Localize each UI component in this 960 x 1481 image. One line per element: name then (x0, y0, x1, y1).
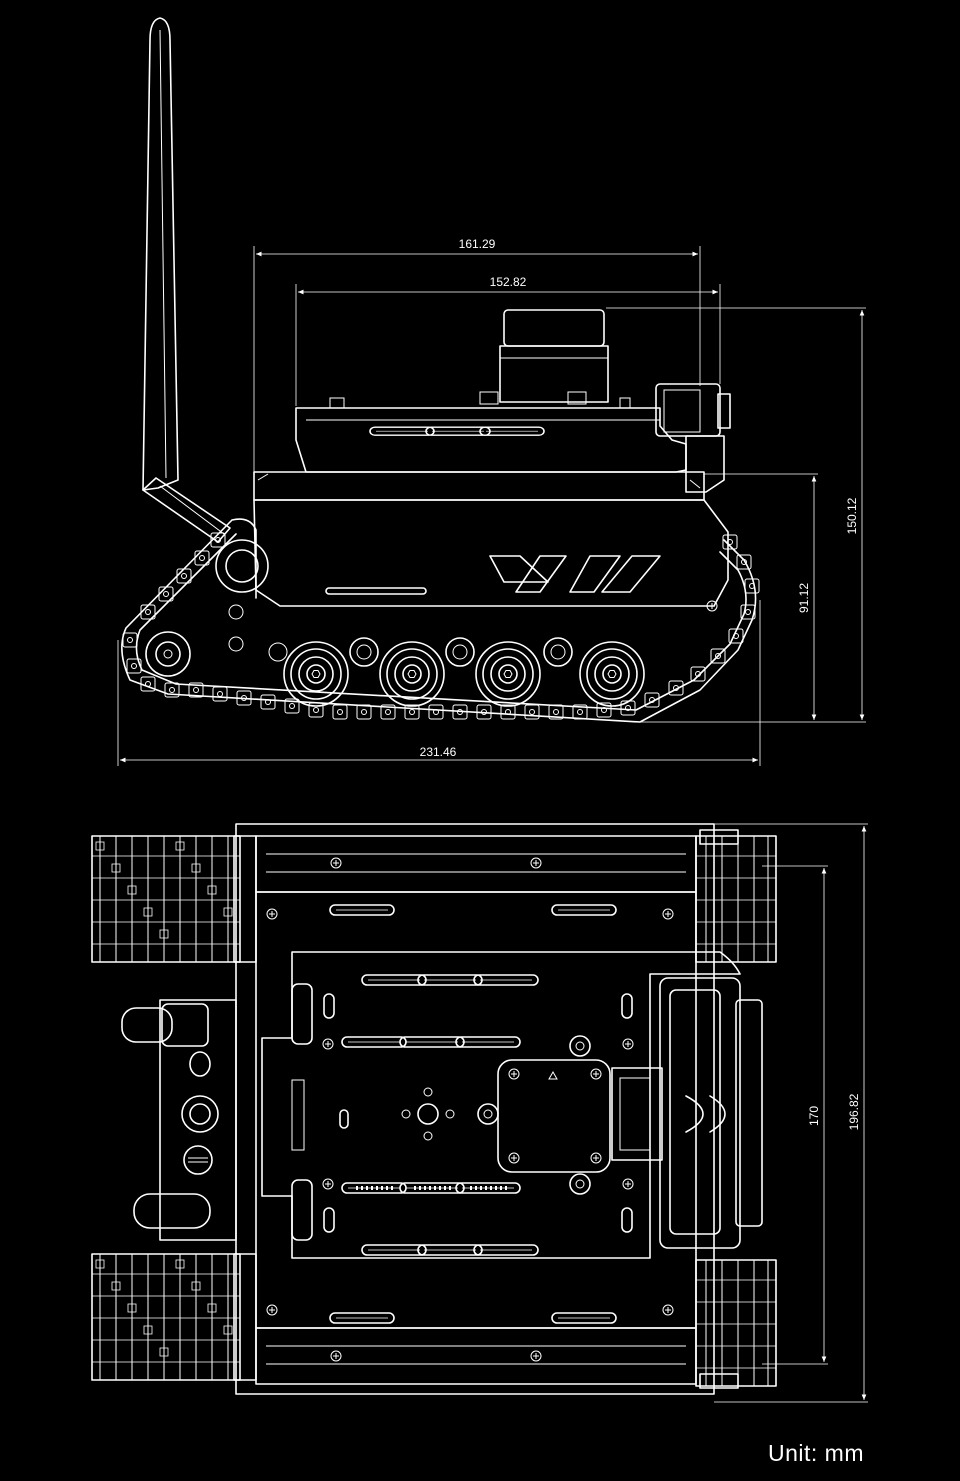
top-deck (261, 951, 741, 1259)
dim-inner-width: 170 (807, 1106, 821, 1126)
rear-unit (611, 977, 763, 1249)
dim-width-inner: 152.82 (490, 275, 527, 289)
dim-outer-width: 196.82 (847, 1093, 861, 1130)
side-dimensions: 161.29 152.82 150.12 91.12 231.46 (117, 237, 866, 766)
front-panel (121, 999, 237, 1241)
top-dimensions: 170 196.82 (714, 823, 868, 1403)
dim-height-body: 91.12 (797, 583, 811, 613)
top-view: 170 196.82 (91, 823, 868, 1403)
camera-module (479, 309, 609, 405)
antenna-icon (142, 17, 231, 543)
track-pads (122, 532, 760, 720)
side-view: 161.29 152.82 150.12 91.12 231.46 (117, 17, 866, 766)
main-hull (253, 471, 729, 612)
rear-connector (655, 383, 731, 493)
dim-height-total: 150.12 (845, 497, 859, 534)
left-track-top (91, 835, 257, 1381)
dim-width-top: 161.29 (459, 237, 496, 251)
unit-label: Unit: mm (768, 1440, 864, 1466)
right-track-top (695, 829, 777, 1389)
lidar-mount (477, 1035, 611, 1195)
chassis-frame (235, 823, 715, 1395)
dim-length-total: 231.46 (420, 745, 457, 759)
track-assembly (121, 518, 760, 723)
upper-deck (295, 397, 687, 473)
